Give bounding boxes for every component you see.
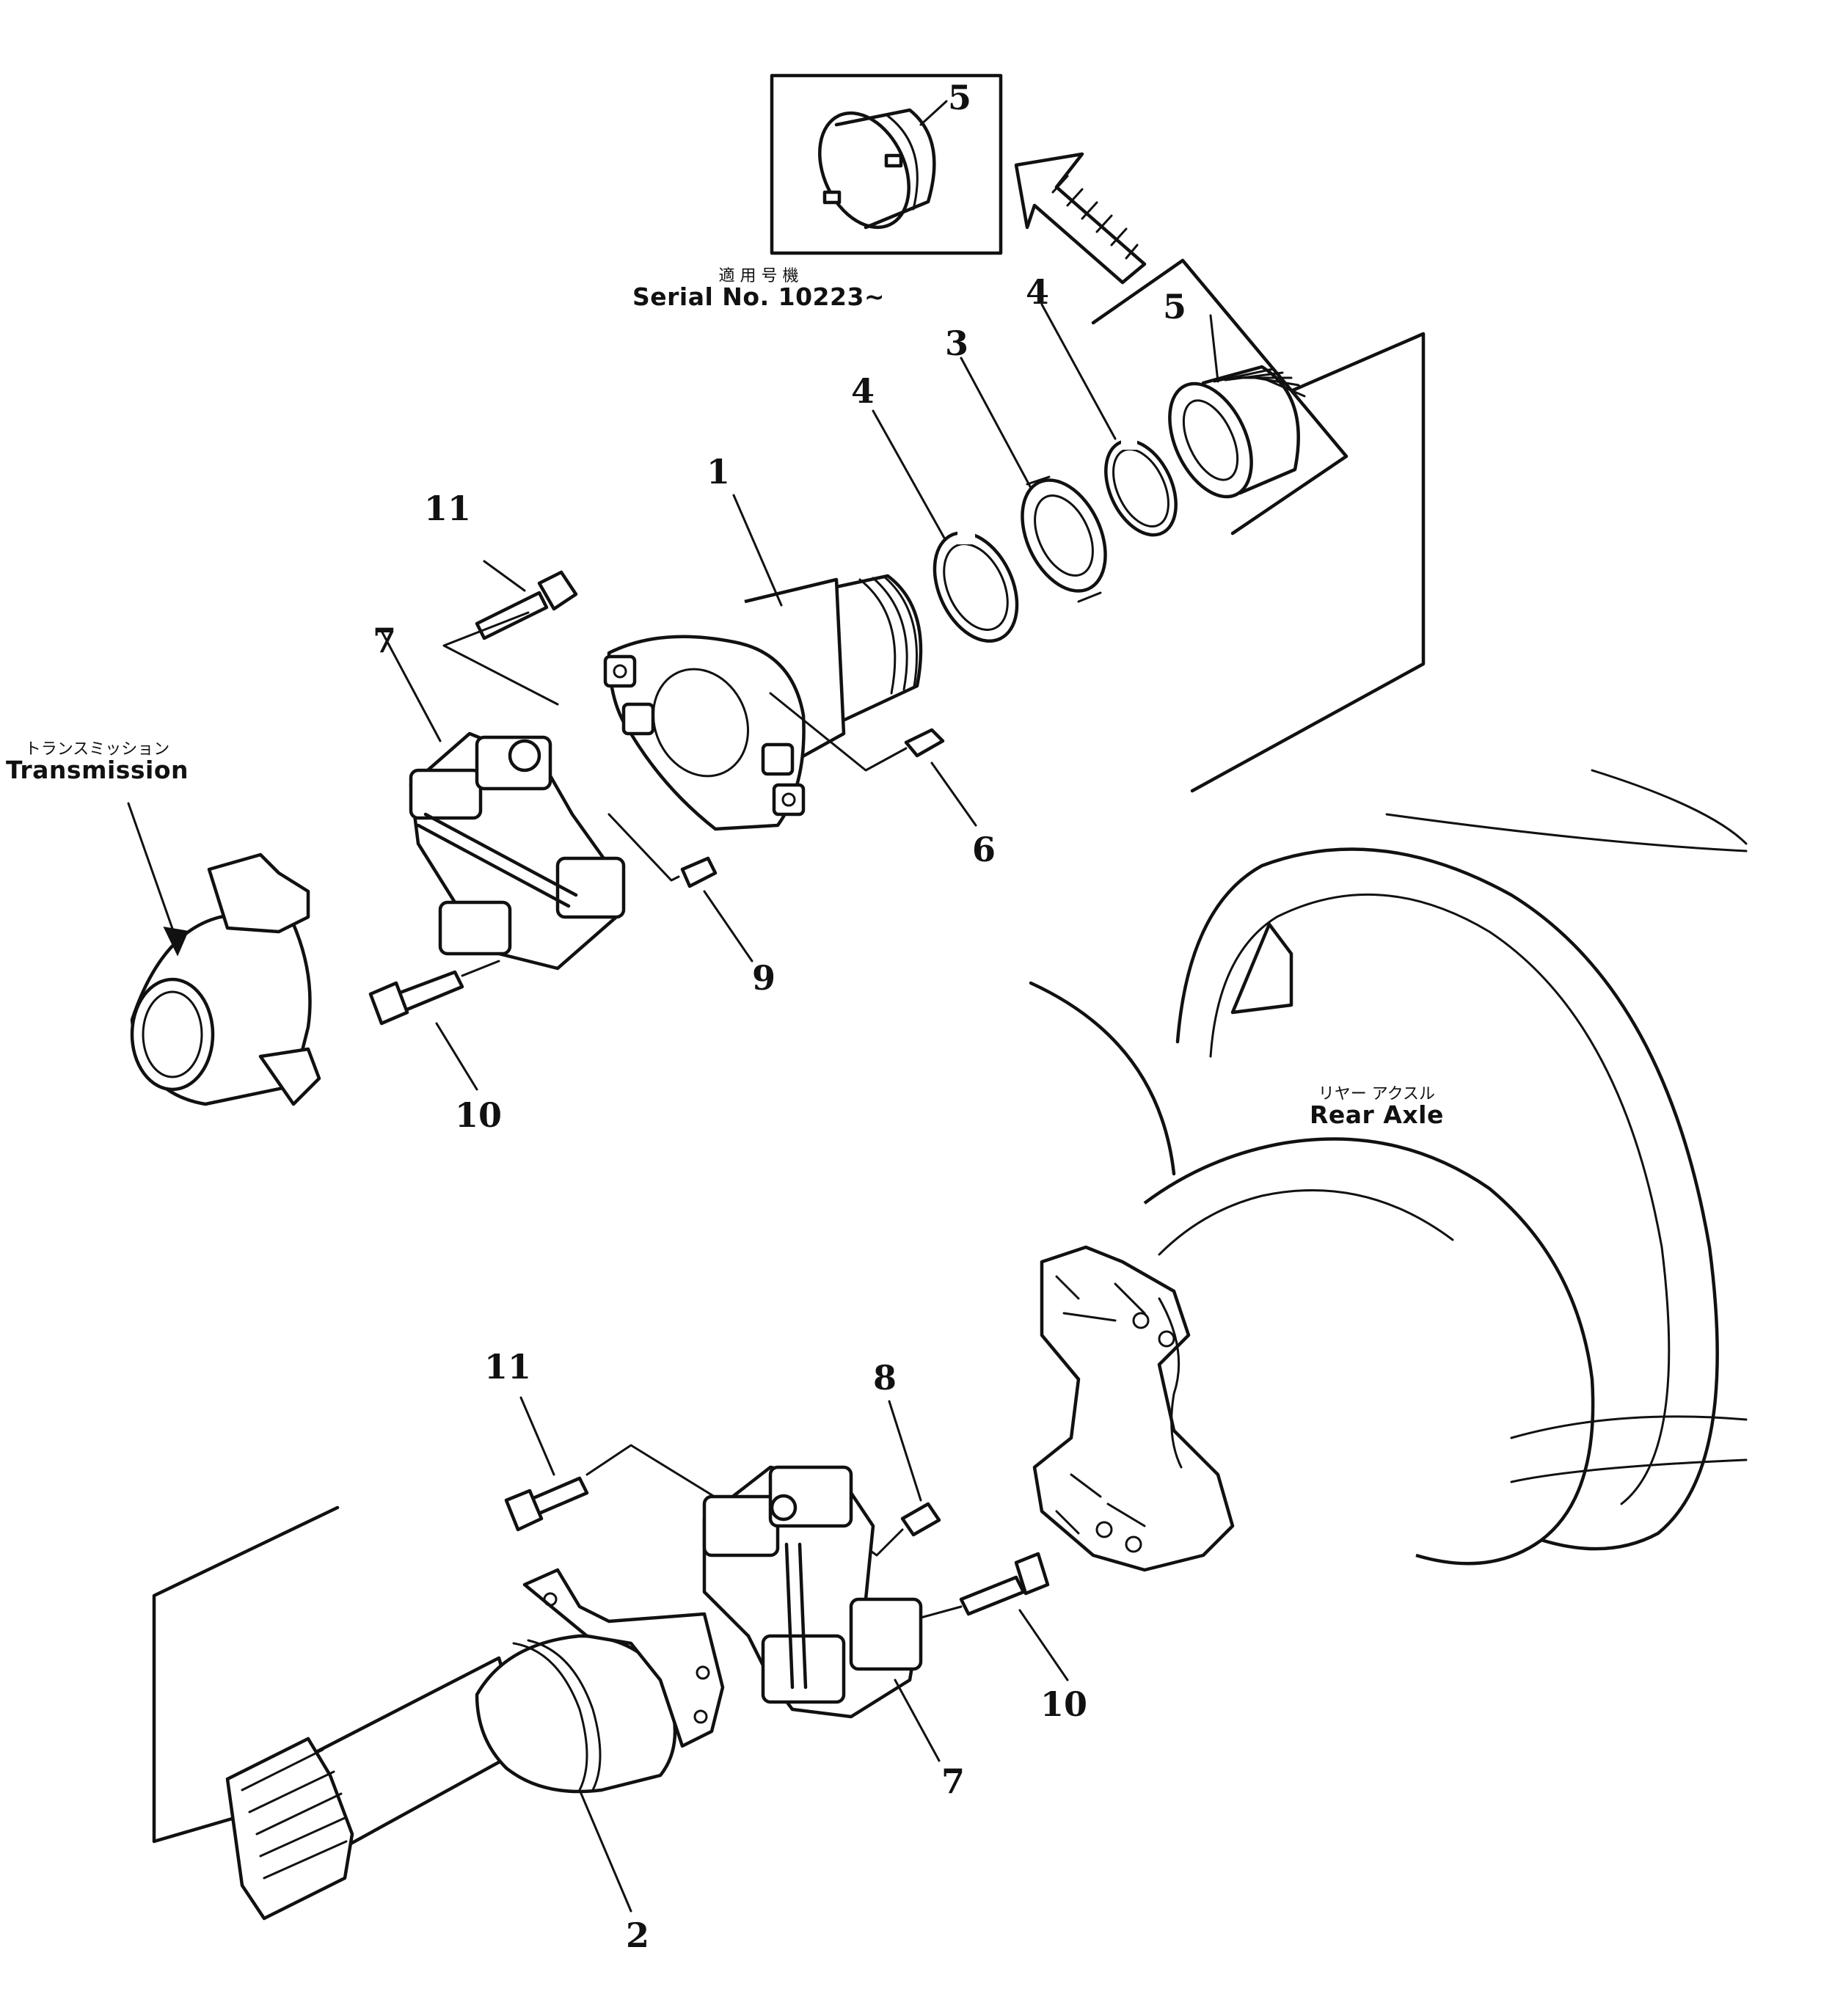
part-11-bolt-upper [442,560,578,706]
callout-6: 6 [972,830,996,869]
callout-7-upper: 7 [373,621,397,660]
leader-7a [380,629,442,742]
callout-1: 1 [707,452,731,492]
leader-2 [578,1789,632,1913]
leader-7b [894,1679,941,1762]
rear-axle-label-en: Rear Axle [1310,1100,1444,1130]
callout-5-inset: 5 [948,78,972,117]
part-6-grease-fitting [769,692,977,827]
transmission-yoke [127,802,321,1106]
part-5-variant [818,108,936,230]
callout-4-left: 4 [851,371,875,411]
leader-3 [960,357,1032,489]
rear-axle [1029,769,1748,1572]
part-1-slip-yoke [603,494,923,831]
leader-9 [703,890,753,963]
part-10-bolt-lower [919,1552,1069,1681]
serial-label-jp: 適 用 号 機 [718,267,799,285]
callout-10-upper: 10 [455,1095,503,1135]
leader-10a [435,1022,478,1091]
callout-10-lower: 10 [1040,1684,1088,1724]
part-7-universal-joint-upper [380,629,626,971]
serial-label-en: Serial No. 10223~ [632,282,886,312]
callout-8: 8 [873,1358,897,1398]
inset-box [770,73,1003,255]
serial-number-label: 適 用 号 機 Serial No. 10223~ [632,268,885,310]
part-10-bolt-upper [368,960,500,1091]
part-4-snap-ring-right [1040,303,1178,537]
rear-axle-label: リヤー アクスル Rear Axle [1310,1086,1444,1128]
part-11-bolt-lower [504,1396,728,1532]
part-7-universal-joint-lower [702,1465,941,1762]
leader-5a [919,100,948,126]
callout-4-right: 4 [1026,272,1050,312]
transmission-label: トランスミッション Transmission [6,741,189,784]
transmission-label-jp: トランスミッション [24,740,170,759]
leader-6 [930,762,977,827]
part-4-snap-ring-left [872,409,1019,643]
direction-arrow [1014,152,1147,285]
leader-11b [519,1396,555,1476]
callout-11-upper: 11 [424,489,472,528]
callout-11-lower: 11 [484,1347,532,1387]
callout-7-lower: 7 [941,1761,966,1801]
transmission-label-en: Transmission [6,756,189,785]
rear-axle-label-jp: リヤー アクスル [1318,1085,1436,1103]
part-5-nut [1168,314,1306,499]
callout-5: 5 [1163,287,1187,326]
leader-4a [872,409,946,541]
leader-transmission [127,802,178,941]
part-5-bracket [1091,258,1426,793]
leader-11a [483,560,526,592]
part-9-grease-fitting [607,813,753,963]
part-3-washer [960,357,1107,603]
leader-5b [1209,314,1219,383]
part-2-shaft-yoke [152,1505,725,1921]
leader-4b [1040,303,1117,440]
callout-2: 2 [626,1915,650,1955]
part-8-grease-fitting [850,1400,941,1557]
leader-10b [1018,1609,1069,1681]
leader-1 [732,494,783,607]
leader-8 [888,1400,922,1502]
callout-3: 3 [945,324,969,363]
callout-9: 9 [752,958,776,998]
